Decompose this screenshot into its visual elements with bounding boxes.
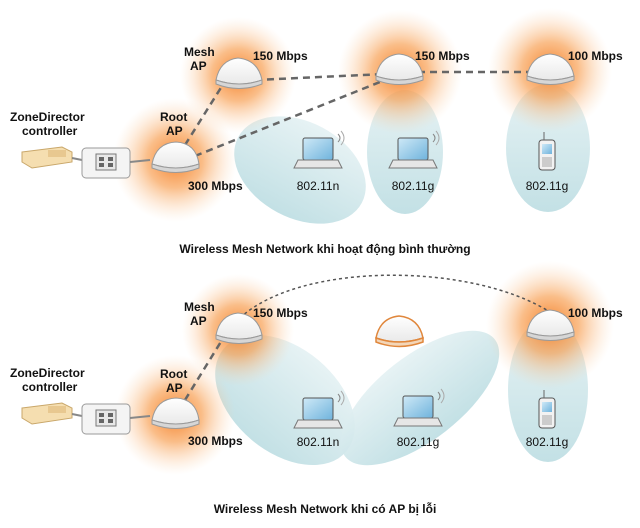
mesh-ap-icon	[375, 53, 424, 85]
controller-label: ZoneDirector	[10, 366, 85, 380]
speed-label: 300 Mbps	[188, 434, 243, 448]
speed-label: 100 Mbps	[568, 306, 623, 320]
device-label: 802.11g	[526, 179, 569, 193]
device-label: 802.11g	[397, 435, 440, 449]
root-ap-icon	[151, 141, 200, 173]
mesh-link-rerouted	[239, 274, 551, 319]
speed-label: 150 Mbps	[253, 49, 308, 63]
mesh-ap-icon	[526, 53, 575, 85]
root-ap-label: Root	[160, 110, 187, 124]
mesh-ap-label: AP	[190, 59, 207, 73]
controller-label: controller	[22, 124, 78, 138]
mesh-ap-label: Mesh	[184, 45, 215, 59]
speed-label: 300 Mbps	[188, 179, 243, 193]
top-diagram: ZoneDirector controller Root AP Mesh AP …	[10, 8, 623, 256]
laptop-icon	[393, 388, 445, 427]
mesh-ap-label: Mesh	[184, 300, 215, 314]
mesh-ap-icon	[215, 312, 263, 344]
laptop-icon	[293, 130, 345, 169]
root-ap-label: Root	[160, 367, 187, 381]
diagram-caption: Wireless Mesh Network khi có AP bị lỗi	[214, 501, 437, 516]
controller-label: controller	[22, 380, 78, 394]
speed-label: 150 Mbps	[415, 49, 470, 63]
device-label: 802.11g	[526, 435, 569, 449]
root-ap-label: AP	[166, 381, 183, 395]
mesh-ap-label: AP	[190, 314, 207, 328]
zonedirector-controller	[21, 146, 73, 169]
controller-label: ZoneDirector	[10, 110, 85, 124]
diagram-caption: Wireless Mesh Network khi hoạt động bình…	[179, 242, 470, 256]
switch-box	[81, 147, 131, 179]
mesh-ap-icon	[526, 309, 575, 341]
zonedirector-controller	[21, 402, 73, 425]
mesh-ap-icon	[215, 57, 263, 89]
mesh-links	[183, 70, 530, 158]
phone-icon	[538, 132, 556, 171]
speed-label: 100 Mbps	[568, 49, 623, 63]
bottom-diagram: ZoneDirector controller Root AP Mesh AP …	[10, 261, 623, 516]
device-label: 802.11n	[297, 179, 340, 193]
laptop-icon	[388, 130, 440, 169]
device-label: 802.11g	[392, 179, 435, 193]
device-label: 802.11n	[297, 435, 340, 449]
root-ap-icon	[151, 397, 200, 429]
laptop-icon	[293, 390, 345, 429]
root-ap-label: AP	[166, 124, 183, 138]
switch-box	[81, 403, 131, 435]
failed-ap-icon	[375, 315, 424, 348]
phone-icon	[538, 390, 556, 429]
speed-label: 150 Mbps	[253, 306, 308, 320]
